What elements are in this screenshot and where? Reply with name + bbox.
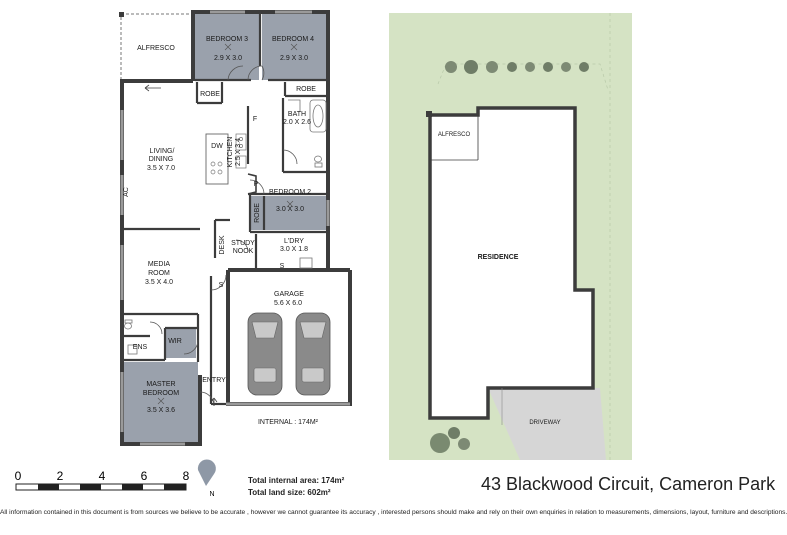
floor-plan: 0 2 4 6 8 N ALFRESCO BEDROOM 3 2.9 X 3.0… [15,10,352,498]
dishwasher-label: DW [211,143,223,150]
storage-label-laundry: S [280,263,285,270]
robe-label-bedroom-2: ROBE [254,203,261,223]
site-plan: ALFRESCO RESIDENCE DRIVEWAY [389,13,632,460]
master-dims: 3.5 X 3.6 [147,407,175,414]
living-label-1: LIVING/ [150,148,175,155]
brochure-page: 0 2 4 6 8 N ALFRESCO BEDROOM 3 2.9 X 3.0… [0,10,787,516]
garage-label: GARAGE [274,291,304,298]
residence-outline [428,106,595,420]
garage-dims: 5.6 X 6.0 [274,300,302,307]
scale-tick-6: 6 [141,469,148,483]
entry-label: ENTRY [202,377,226,384]
media-label-2: ROOM [148,270,170,277]
master-label-2: BEDROOM [143,390,179,397]
laundry-label: L'DRY [284,238,304,245]
total-internal-area: Total internal area: 174m² [248,476,345,485]
robe-label-bedroom-4: ROBE [296,86,316,93]
residence-label: RESIDENCE [478,254,519,261]
wir-fill [165,328,196,358]
kitchen-dims: 2.5 X 3.4 [235,138,242,166]
study-label-1: STUDY [231,240,255,247]
scale-tick-8: 8 [183,469,190,483]
bedroom-4-label: BEDROOM 4 [272,36,314,43]
scale-tick-0: 0 [15,469,22,483]
bedroom-2-dims: 3.0 X 3.0 [276,206,304,213]
bedroom-3-fill [195,14,259,80]
ac-label: AC [123,187,130,197]
desk-label: DESK [219,235,226,254]
total-land-size: Total land size: 602m² [248,488,331,497]
totals-block: Total internal area: 174m² Total land si… [248,475,344,499]
laundry-dims: 3.0 X 1.8 [280,246,308,253]
alfresco-label: ALFRESCO [137,45,175,52]
internal-area-label: INTERNAL : 174M² [258,419,319,426]
scale-tick-2: 2 [57,469,64,483]
alfresco-area [120,13,193,82]
master-label-1: MASTER [146,381,175,388]
living-label-2: DINING [149,156,174,163]
disclaimer-text: All information contained in this docume… [0,509,787,516]
bath-dims: 2.0 X 2.6 [283,119,311,126]
property-address: 43 Blackwood Circuit, Cameron Park [481,474,776,494]
media-dims: 3.5 X 4.0 [145,279,173,286]
fridge-label: F [253,116,257,123]
driveway-label: DRIVEWAY [529,420,560,426]
study-label-2: NOOK [233,248,254,255]
plans-canvas: 0 2 4 6 8 N ALFRESCO BEDROOM 3 2.9 X 3.0… [15,10,632,498]
tree-icon [430,60,589,453]
robe-label-bedroom-3: ROBE [200,91,220,98]
pantry-label: P [254,181,259,188]
bedroom-4-dims: 2.9 X 3.0 [280,55,308,62]
living-dims: 3.5 X 7.0 [147,165,175,172]
scale-tick-4: 4 [99,469,106,483]
ensuite-label: ENS [133,344,148,351]
north-arrow-icon: N [197,459,216,498]
scale-bar: 0 2 4 6 8 [15,469,190,491]
kitchen-label: KITCHEN [227,137,234,168]
north-label: N [209,491,214,498]
media-label-1: MEDIA [148,261,171,268]
bath-label: BATH [288,111,306,118]
master-bedroom-fill [124,362,198,442]
site-alfresco-label: ALFRESCO [438,132,471,138]
wir-label: WIR [168,338,182,345]
bedroom-2-fill [251,196,327,230]
bedroom-3-dims: 2.9 X 3.0 [214,55,242,62]
bedroom-2-label: BEDROOM 2 [269,189,311,196]
bedroom-3-label: BEDROOM 3 [206,36,248,43]
storage-label-hall: S [219,282,224,289]
driveway-area [488,388,606,460]
